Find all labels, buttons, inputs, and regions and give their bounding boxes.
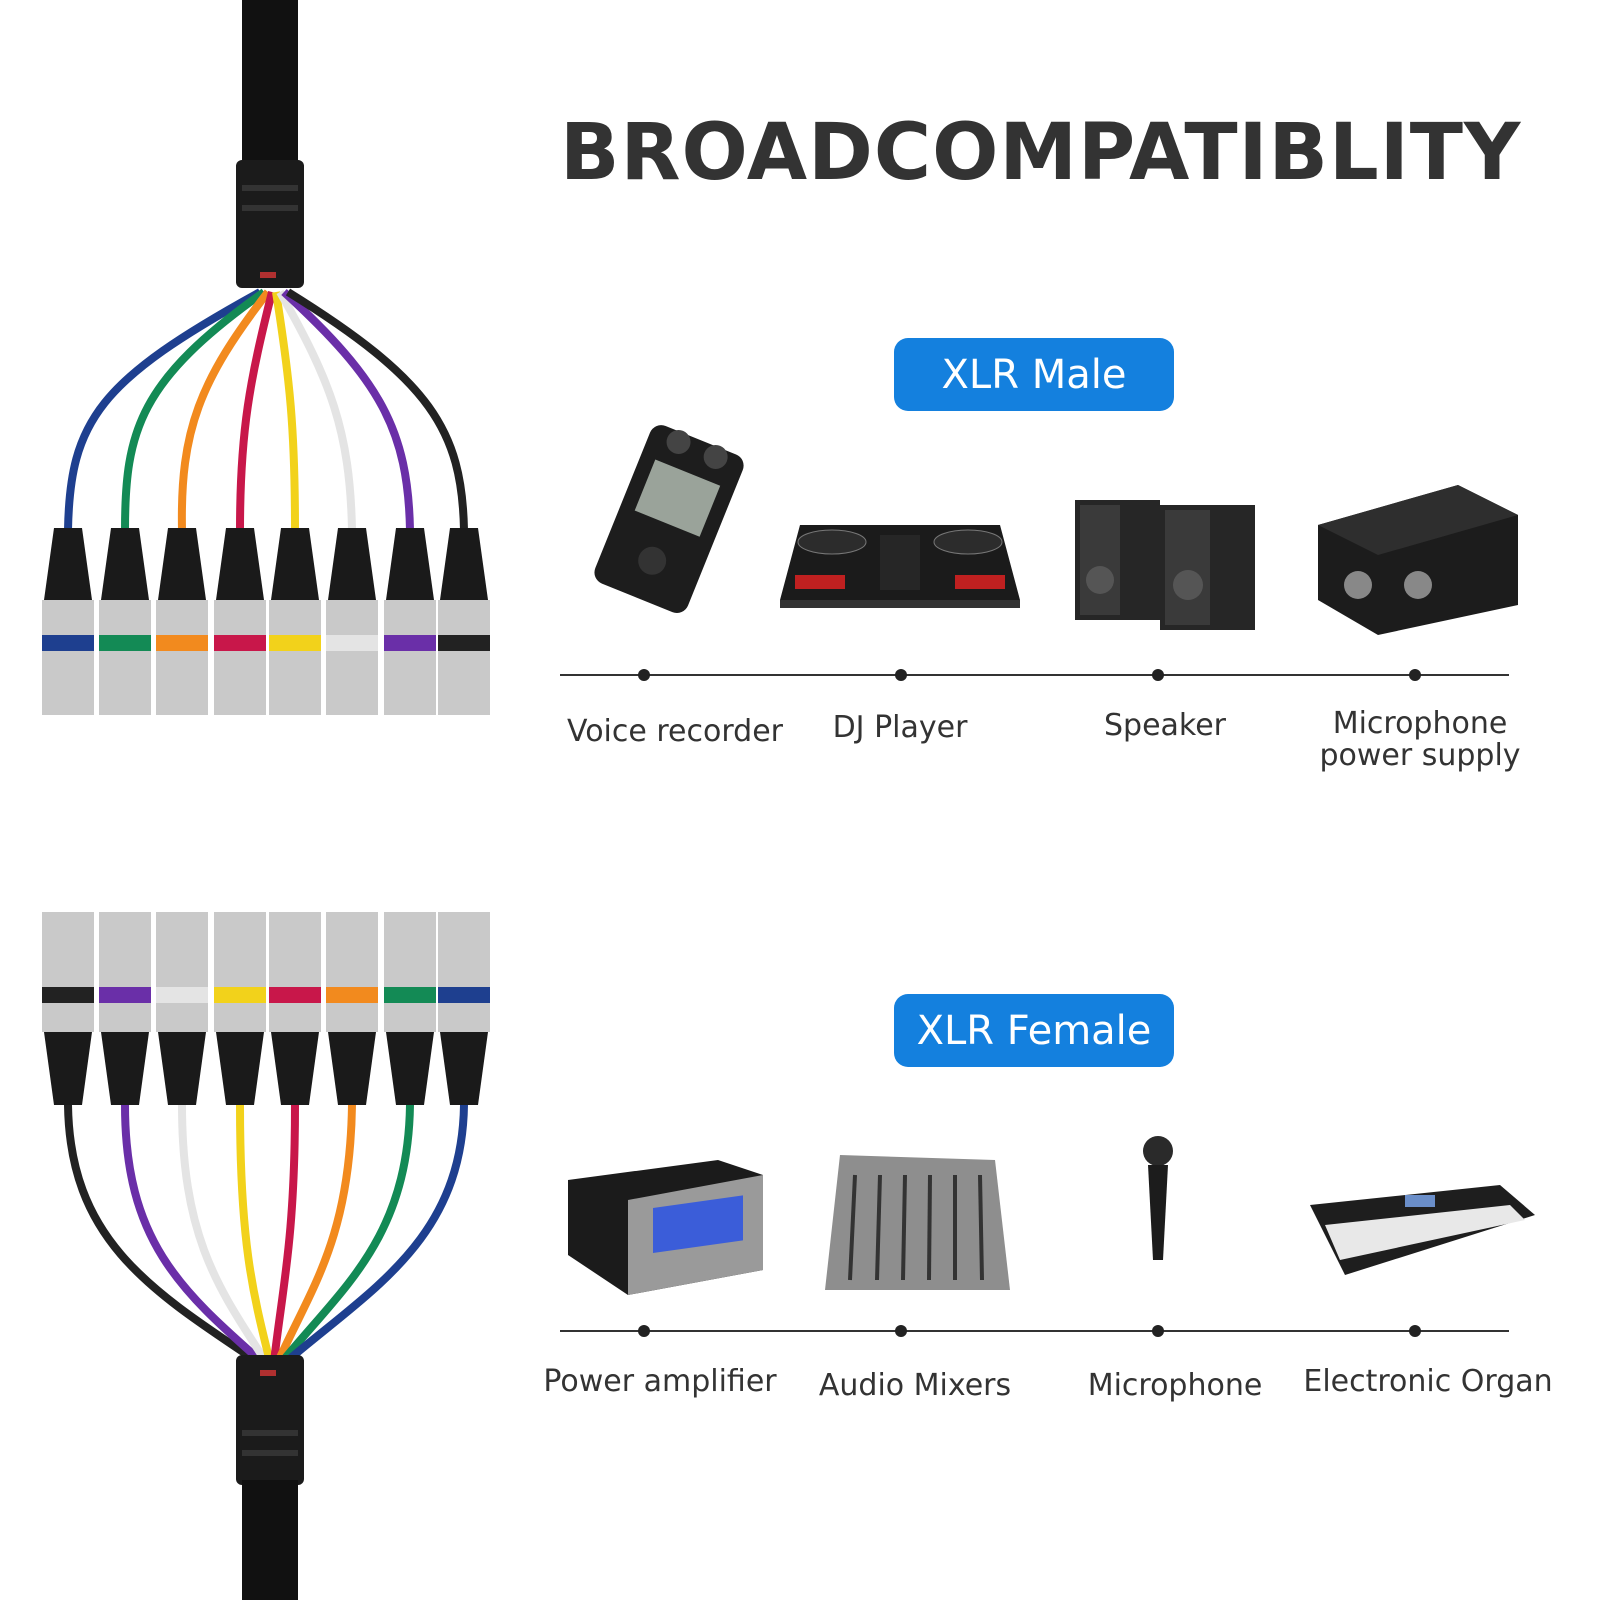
dj-controller-icon [780,525,1020,608]
device-label-mic-power-supply: Microphone power supply [1300,708,1540,772]
timeline-dot [1152,669,1164,681]
timeline-dot [1409,1325,1421,1337]
xlr-male-plug [326,528,378,715]
device-label-speaker: Speaker [1103,708,1227,743]
timeline-dot [895,669,907,681]
xlr-male-plug [269,528,321,715]
voice-recorder-icon [594,425,744,613]
xlr-female-plug [384,912,436,1105]
timeline-dot [895,1325,907,1337]
timeline-dot [1409,669,1421,681]
timeline-dot [638,669,650,681]
xlr-male-plug [214,528,266,715]
xlr-female-cable-illustration [42,912,490,1600]
xlr-male-cable-illustration [42,0,490,715]
timeline-xlr-male [560,674,1509,676]
xlr-male-badge: XLR Male [894,338,1174,411]
xlr-female-plug [269,912,321,1105]
timeline-xlr-female [560,1330,1509,1332]
xlr-male-plug [99,528,151,715]
device-label-microphone: Microphone [1087,1368,1263,1403]
xlr-female-plug [99,912,151,1105]
device-label-electronic-organ: Electronic Organ [1303,1364,1553,1399]
timeline-dot [1152,1325,1164,1337]
xlr-male-plug [156,528,208,715]
phantom-power-supply-icon [1318,485,1518,635]
xlr-female-plug [156,912,208,1105]
timeline-dot [638,1325,650,1337]
device-label-line: power supply [1319,738,1521,773]
keyboard-organ-icon [1310,1185,1535,1275]
device-label-voice-recorder: Voice recorder [567,714,783,749]
speaker-pair-icon [1075,500,1255,630]
xlr-female-plug [214,912,266,1105]
power-amplifier-icon [568,1160,763,1295]
device-label-power-amplifier: Power amplifier [543,1364,777,1399]
device-label-audio-mixers: Audio Mixers [818,1368,1012,1403]
xlr-male-plug [42,528,94,715]
xlr-female-plug [438,912,490,1105]
xlr-female-badge: XLR Female [894,994,1174,1067]
page-title: BROADCOMPATIBLITY [560,108,1522,198]
microphone-icon [1143,1136,1173,1260]
device-label-dj-player: DJ Player [832,710,968,745]
xlr-female-plug [42,912,94,1105]
audio-mixer-icon [825,1155,1010,1290]
device-label-line: Microphone [1332,706,1508,741]
xlr-male-plug [438,528,490,715]
xlr-male-plug [384,528,436,715]
xlr-female-plug [326,912,378,1105]
